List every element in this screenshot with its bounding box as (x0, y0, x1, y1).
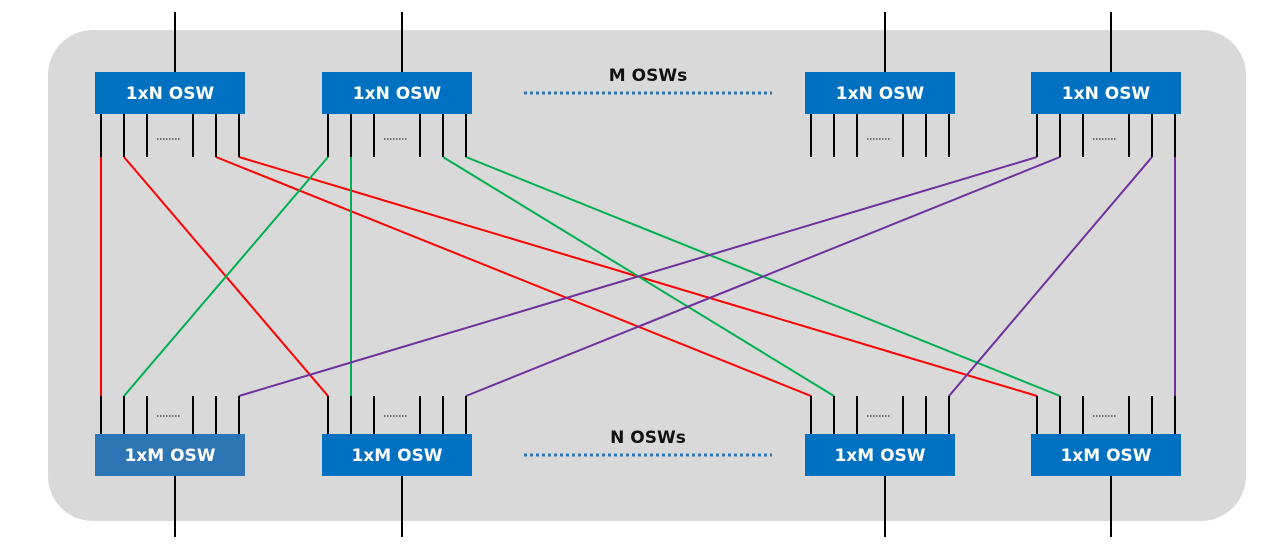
switch-label: 1xM OSW (351, 446, 442, 466)
top-switch-4: 1xN OSW (1031, 72, 1181, 114)
top-switch-2: 1xN OSW (322, 72, 472, 114)
switch-box (805, 434, 955, 476)
bottom-switch-4: 1xM OSW (1031, 434, 1181, 476)
switch-label: 1xM OSW (1060, 446, 1151, 466)
connection-purple (238, 156, 1038, 397)
connections (100, 156, 1176, 397)
connection-purple (948, 156, 1153, 397)
switch-label: 1xN OSW (353, 84, 442, 104)
switch-box (1031, 434, 1181, 476)
switch-label: 1xN OSW (126, 84, 215, 104)
switches: 1xN OSW 1xN OSW 1xN OSW 1xN OSW 1xM OSW 1xM O… (95, 72, 1181, 476)
top-switch-3: 1xN OSW (805, 72, 955, 114)
background-panel (48, 30, 1246, 521)
connection-green (123, 156, 329, 397)
bottom-count-label: N OSWs (610, 428, 686, 448)
bottom-switch-1: 1xM OSW (95, 434, 245, 476)
bottom-switch-3: 1xM OSW (805, 434, 955, 476)
switch-box (322, 434, 472, 476)
switch-box (805, 72, 955, 114)
switch-label: 1xN OSW (1062, 84, 1151, 104)
switch-label: 1xM OSW (834, 446, 925, 466)
top-switch-1: 1xN OSW (95, 72, 245, 114)
switch-box (95, 72, 245, 114)
switch-box (322, 72, 472, 114)
switch-label: 1xM OSW (124, 446, 215, 466)
top-count-label: M OSWs (609, 66, 687, 86)
switch-box (95, 434, 245, 476)
bottom-switch-2: 1xM OSW (322, 434, 472, 476)
connection-red (215, 156, 812, 397)
connection-purple (465, 156, 1061, 397)
ports (100, 12, 1176, 537)
switch-box (1031, 72, 1181, 114)
switch-label: 1xN OSW (836, 84, 925, 104)
